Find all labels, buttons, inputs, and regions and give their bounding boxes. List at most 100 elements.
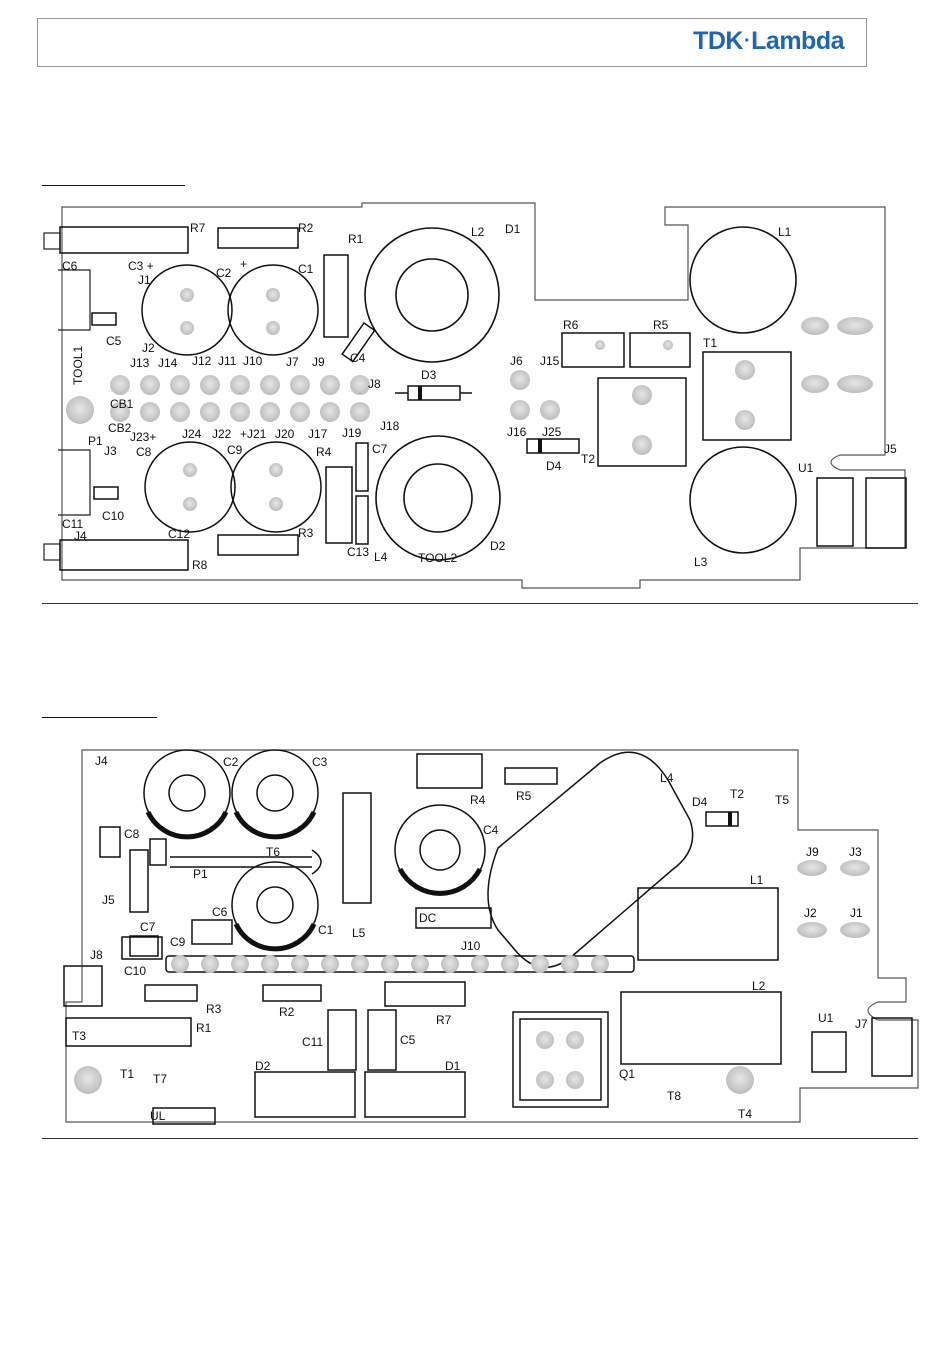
- label-L1: L1: [750, 873, 764, 887]
- label-J23: J23+: [130, 430, 156, 444]
- bottom-components: [63, 749, 913, 1125]
- label-J4: J4: [74, 529, 87, 543]
- bottom-pads: [74, 860, 870, 1094]
- label-C5: C5: [106, 334, 122, 348]
- label-J4: J4: [95, 754, 108, 768]
- label-J10: J10: [243, 354, 263, 368]
- label-J19: J19: [342, 426, 362, 440]
- bottom-cap-arcs: [145, 810, 483, 952]
- label-plus1: +: [240, 257, 247, 271]
- label-L4: L4: [660, 771, 674, 785]
- label-R4: R4: [316, 445, 332, 459]
- label-J1: J1: [138, 273, 151, 287]
- label-J3: J3: [849, 845, 862, 859]
- top-diodes: [395, 385, 580, 454]
- tdk-lambda-logo: TDK·Lambda: [693, 27, 844, 56]
- label-C9: C9: [227, 443, 243, 457]
- top-board-labels: R7 R2 R1 L2 D1 L1 C6 C3 + J1 C2 + C1 J2 …: [62, 221, 897, 572]
- label-R1: R1: [196, 1021, 212, 1035]
- label-J22: J22: [212, 427, 232, 441]
- label-C12: C12: [168, 527, 190, 541]
- label-J15: J15: [540, 354, 560, 368]
- label-J13: J13: [130, 356, 150, 370]
- label-P1: P1: [88, 434, 103, 448]
- label-J20: J20: [275, 427, 295, 441]
- label-U1: U1: [818, 1011, 834, 1025]
- label-J8: J8: [90, 948, 103, 962]
- label-D1: D1: [505, 222, 521, 236]
- label-J6: J6: [510, 354, 523, 368]
- label-R2: R2: [279, 1005, 295, 1019]
- label-TOOL2: TOOL2: [418, 551, 457, 565]
- logo-part-2: Lambda: [751, 27, 844, 55]
- label-C6: C6: [62, 259, 78, 273]
- label-T8: T8: [667, 1089, 681, 1103]
- label-T6: T6: [266, 845, 280, 859]
- top-capacitors: [141, 264, 322, 533]
- label-R2: R2: [298, 221, 314, 235]
- label-D3: D3: [421, 368, 437, 382]
- bottom-board-baseline: [42, 1138, 918, 1139]
- label-R7: R7: [190, 221, 206, 235]
- label-C11: C11: [62, 517, 83, 531]
- label-L3: L3: [694, 555, 708, 569]
- top-resistors: [59, 226, 907, 571]
- label-R3: R3: [298, 526, 314, 540]
- top-pads: [66, 288, 873, 511]
- label-R6: R6: [563, 318, 579, 332]
- label-C7: C7: [372, 442, 388, 456]
- label-R5: R5: [516, 789, 532, 803]
- label-T7: T7: [153, 1072, 167, 1086]
- top-inductors: [364, 226, 797, 561]
- label-C2: C2: [223, 755, 239, 769]
- label-CB2: CB2: [108, 421, 132, 435]
- label-D4: D4: [692, 795, 708, 809]
- label-T2: T2: [581, 452, 595, 466]
- label-C10: C10: [124, 964, 146, 978]
- label-J14: J14: [158, 356, 178, 370]
- label-C1: C1: [298, 262, 314, 276]
- label-C6: C6: [212, 905, 228, 919]
- label-T3: T3: [72, 1029, 86, 1043]
- left-connector-tabs: [43, 232, 91, 561]
- label-DC: DC: [419, 911, 437, 925]
- label-J1: J1: [850, 906, 863, 920]
- label-C5: C5: [400, 1033, 416, 1047]
- label-J5: J5: [102, 893, 115, 907]
- bottom-board-outline: [65, 749, 919, 1123]
- label-C3: C3: [312, 755, 328, 769]
- label-Q1: Q1: [619, 1067, 635, 1081]
- label-T4: T4: [738, 1107, 752, 1121]
- label-C4: C4: [350, 351, 366, 365]
- label-J16: J16: [507, 425, 527, 439]
- label-UL: UL: [150, 1109, 166, 1123]
- label-T2: T2: [730, 787, 744, 801]
- label-L2: L2: [752, 979, 766, 993]
- label-T5: T5: [775, 793, 789, 807]
- label-J9: J9: [806, 845, 819, 859]
- label-J9: J9: [312, 355, 325, 369]
- bottom-board-layout: J4 C2 C3 R4 R5 L4 D4 T2 T5 C8 C4 T6 P1 J…: [63, 749, 919, 1125]
- label-J2: J2: [142, 341, 155, 355]
- label-J10: J10: [461, 939, 481, 953]
- label-R3: R3: [206, 1002, 222, 1016]
- header-box: TDK·Lambda: [37, 18, 867, 67]
- label-U1: U1: [798, 461, 814, 475]
- label-D2: D2: [255, 1059, 271, 1073]
- label-J24: J24: [182, 427, 202, 441]
- label-TOOL1: TOOL1: [71, 346, 85, 385]
- label-C9: C9: [170, 935, 186, 949]
- label-L1: L1: [778, 225, 792, 239]
- label-J17: J17: [308, 427, 328, 441]
- logo-part-1: TDK: [693, 27, 743, 55]
- label-L2: L2: [471, 225, 485, 239]
- label-C3: C3 +: [128, 259, 154, 273]
- label-C1: C1: [318, 923, 334, 937]
- section-2-heading-underline: [42, 717, 157, 718]
- label-J21: +J21: [240, 427, 267, 441]
- label-J7: J7: [286, 355, 299, 369]
- label-P1: P1: [193, 867, 208, 881]
- label-R5: R5: [653, 318, 669, 332]
- label-C8: C8: [136, 445, 152, 459]
- label-L5: L5: [352, 926, 366, 940]
